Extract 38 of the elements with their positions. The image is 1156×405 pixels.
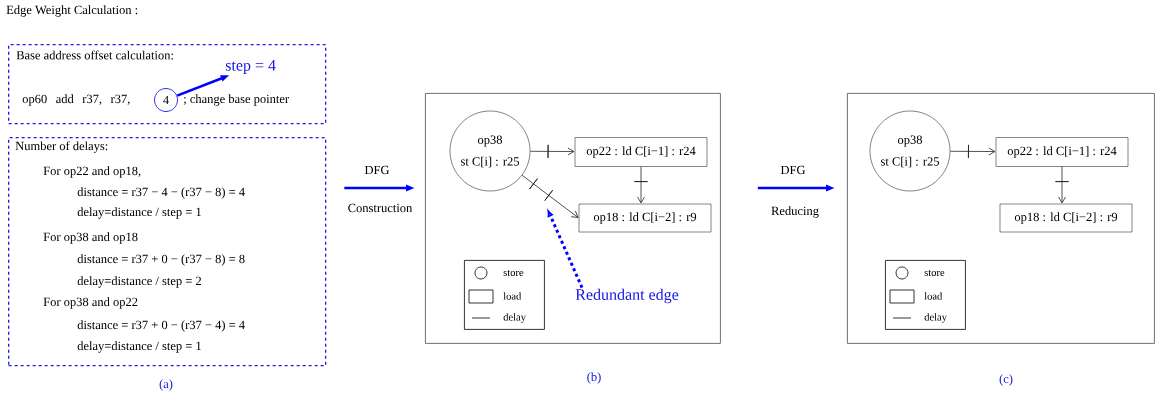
text-line: distance = r37 + 0 − (r37 − 4) = 4 (77, 320, 245, 332)
text-line: delay=distance / step = 1 (77, 341, 201, 353)
text-line: distance = r37 − 4 − (r37 − 8) = 4 (77, 187, 245, 199)
arrow (529, 144, 575, 159)
load-node: op18 : ld C[i−2] : r9 (999, 203, 1133, 233)
load-node: op22 : ld C[i−1] : r24 (995, 137, 1129, 167)
arrow (1055, 166, 1069, 204)
edge-label: DFG (364, 165, 390, 175)
arrow-caption: Reducing (771, 206, 819, 218)
panel-caption: (b) (587, 372, 601, 384)
text-line: ; change base pointer (183, 94, 289, 106)
text-line: distance = r37 + 0 − (r37 − 8) = 8 (77, 254, 245, 266)
panel-caption: (c) (999, 374, 1013, 386)
text-line: Number of delays: (15, 141, 108, 153)
leader-line (547, 210, 584, 289)
circled-number: 4 (154, 88, 178, 112)
text-line: delay=distance / step = 1 (77, 207, 201, 219)
title: Edge Weight Calculation : (6, 5, 138, 17)
text-line: Base address offset calculation: (16, 50, 173, 60)
callout-text: Redundant edge (575, 288, 679, 304)
text-line: For op22 and op18, (43, 166, 141, 178)
text-line: op60 add r37, r37, (22, 94, 130, 106)
arrow-caption: Construction (348, 203, 413, 213)
text-line: For op38 and op22 (43, 297, 138, 309)
arrow (949, 144, 996, 159)
store-node: op38 st C[i] : r25 (869, 110, 951, 192)
legend-box: store load delay (885, 260, 966, 330)
panel-caption: (a) (159, 379, 173, 391)
arrow (521, 174, 579, 218)
callout-text: step = 4 (225, 60, 276, 74)
load-node: op18 : ld C[i−2] : r9 (578, 203, 712, 233)
edge-label: DFG (780, 165, 806, 175)
text-line: delay=distance / step = 2 (77, 276, 201, 288)
arrow (634, 166, 648, 204)
legend-box: store load delay (464, 260, 545, 330)
store-node: op38 st C[i] : r25 (449, 110, 531, 192)
load-node: op22 : ld C[i−1] : r24 (574, 137, 708, 167)
text-line: For op38 and op18 (43, 232, 138, 244)
